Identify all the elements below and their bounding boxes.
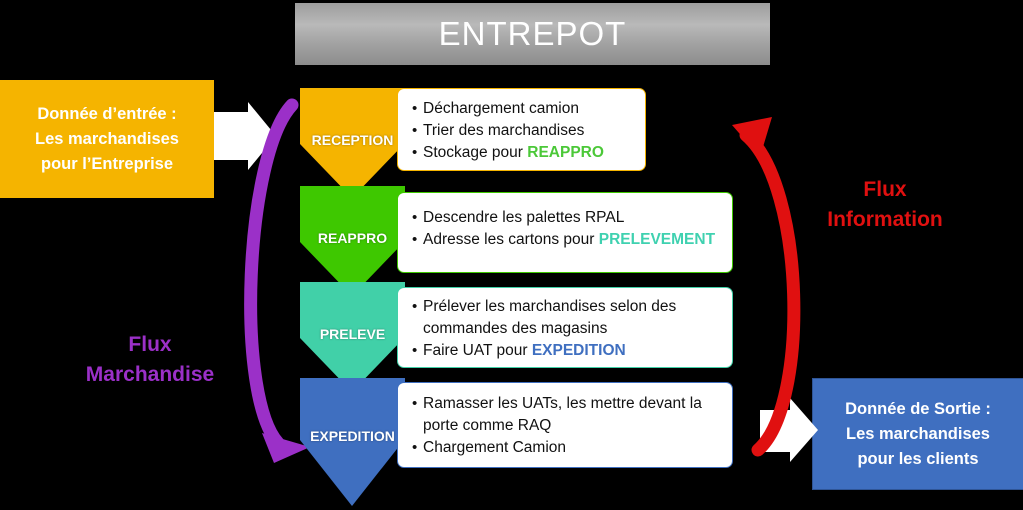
step-label-reappro: REAPPRO bbox=[317, 230, 388, 246]
highlight-reappro: REAPPRO bbox=[527, 144, 604, 161]
chevron-body bbox=[300, 282, 405, 338]
chevron-body bbox=[300, 88, 405, 144]
input-data-box: Donnée d’entrée : Les marchandises pour … bbox=[0, 80, 214, 198]
step-chevron-reception[interactable]: RECEPTION bbox=[300, 88, 405, 198]
step-details-expedition: Ramasser les UATs, les mettre devant la … bbox=[397, 382, 733, 468]
page-title: ENTREPOT bbox=[438, 15, 627, 52]
step-details-reappro: Descendre les palettes RPAL Adresse les … bbox=[397, 192, 733, 273]
input-data-text: Donnée d’entrée : Les marchandises pour … bbox=[35, 104, 179, 173]
chevron-tip bbox=[300, 440, 404, 506]
list-item: Déchargement camion bbox=[412, 98, 635, 120]
flux-marchandise-label: Flux Marchandise bbox=[85, 333, 215, 386]
list-item: Prélever les marchandises selon des comm… bbox=[412, 296, 722, 340]
input-arrow-icon bbox=[214, 102, 276, 170]
step-label-expedition: EXPEDITION bbox=[310, 428, 395, 444]
step-chevron-preleve[interactable]: PRELEVE bbox=[300, 282, 405, 392]
step-label-preleve: PRELEVE bbox=[319, 326, 386, 342]
flux-information-arrow bbox=[732, 117, 801, 457]
step-chevron-reappro[interactable]: REAPPRO bbox=[300, 186, 405, 296]
highlight-expedition: EXPEDITION bbox=[531, 342, 626, 359]
list-item: Adresse les cartons pour PRELEVEMENT bbox=[412, 229, 722, 251]
chevron-body bbox=[300, 186, 405, 242]
list-item: Trier des marchandises bbox=[412, 120, 635, 142]
step-details-preleve: Prélever les marchandises selon des comm… bbox=[397, 287, 733, 368]
flux-marchandise-arrow bbox=[244, 98, 310, 463]
list-item: Chargement Camion bbox=[412, 437, 722, 459]
list-item: Ramasser les UATs, les mettre devant la … bbox=[412, 393, 722, 437]
warehouse-title-bar: ENTREPOT bbox=[295, 3, 770, 65]
chevron-body bbox=[300, 378, 405, 440]
step-chevron-expedition[interactable]: EXPEDITION bbox=[300, 378, 405, 506]
flux-information-label: Flux Information bbox=[827, 178, 943, 231]
step-label-reception: RECEPTION bbox=[311, 132, 394, 148]
step-details-reception: Déchargement camion Trier des marchandis… bbox=[397, 88, 646, 171]
list-item: Faire UAT pour EXPEDITION bbox=[412, 340, 722, 362]
highlight-prelevement: PRELEVEMENT bbox=[598, 231, 716, 248]
output-data-text: Donnée de Sortie : Les marchandises pour… bbox=[845, 399, 991, 468]
output-data-box: Donnée de Sortie : Les marchandises pour… bbox=[812, 378, 1023, 490]
list-item: Descendre les palettes RPAL bbox=[412, 207, 722, 229]
list-item: Stockage pour REAPPRO bbox=[412, 142, 635, 164]
